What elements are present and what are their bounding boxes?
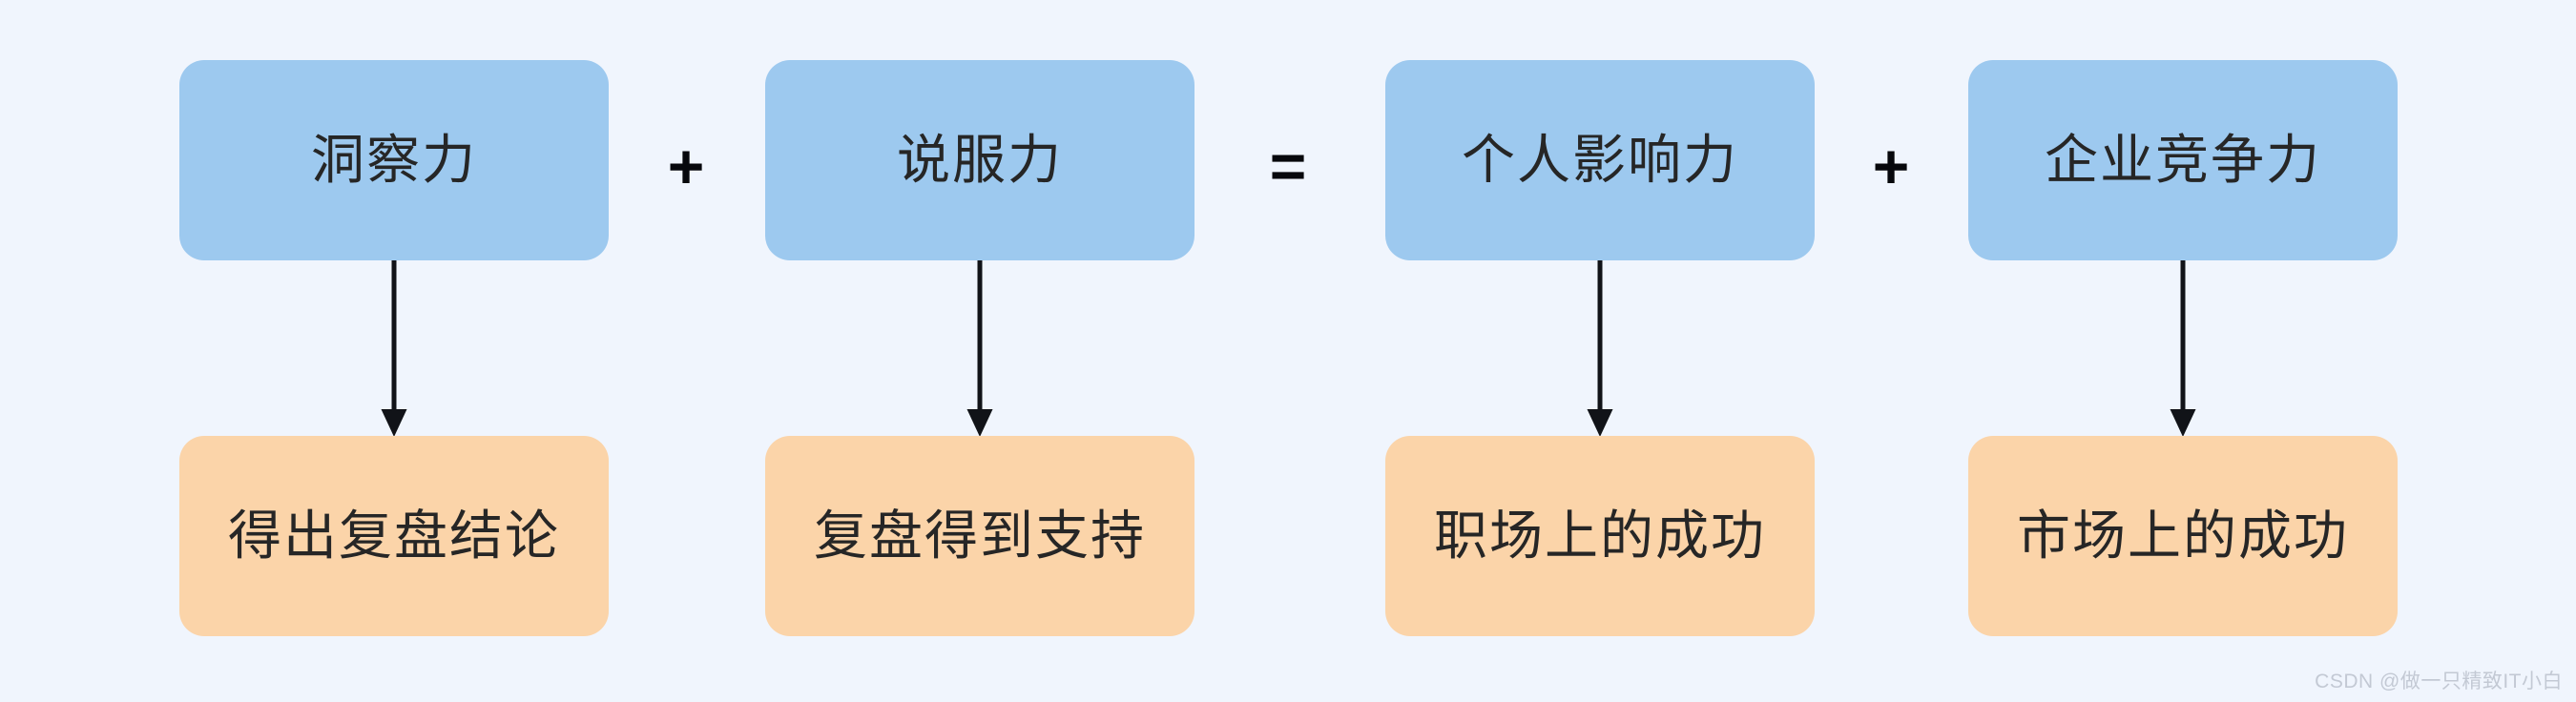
node-personal-influence[interactable]: 个人影响力 (1385, 60, 1815, 260)
equals-operator: = (1245, 126, 1331, 206)
watermark-text: CSDN @做一只精致IT小白 (2315, 671, 2563, 692)
node-insight[interactable]: 洞察力 (179, 60, 609, 260)
plus-symbol: + (667, 131, 705, 201)
node-review-support[interactable]: 复盘得到支持 (765, 436, 1195, 636)
node-enterprise-competitiveness[interactable]: 企业竞争力 (1968, 60, 2398, 260)
node-label: 个人影响力 (1462, 130, 1738, 190)
node-market-success[interactable]: 市场上的成功 (1968, 436, 2398, 636)
plus-operator-2: + (1848, 126, 1934, 206)
node-label: 复盘得到支持 (814, 506, 1146, 566)
node-label: 企业竞争力 (2045, 130, 2321, 190)
node-label: 洞察力 (311, 130, 477, 190)
node-label: 市场上的成功 (2017, 506, 2349, 566)
node-career-success[interactable]: 职场上的成功 (1385, 436, 1815, 636)
node-label: 得出复盘结论 (228, 506, 560, 566)
equals-symbol: = (1269, 131, 1307, 201)
plus-operator-1: + (643, 126, 729, 206)
node-label: 职场上的成功 (1434, 506, 1766, 566)
plus-symbol: + (1872, 131, 1910, 201)
node-review-conclusion[interactable]: 得出复盘结论 (179, 436, 609, 636)
node-label: 说服力 (897, 130, 1063, 190)
node-persuasion[interactable]: 说服力 (765, 60, 1195, 260)
